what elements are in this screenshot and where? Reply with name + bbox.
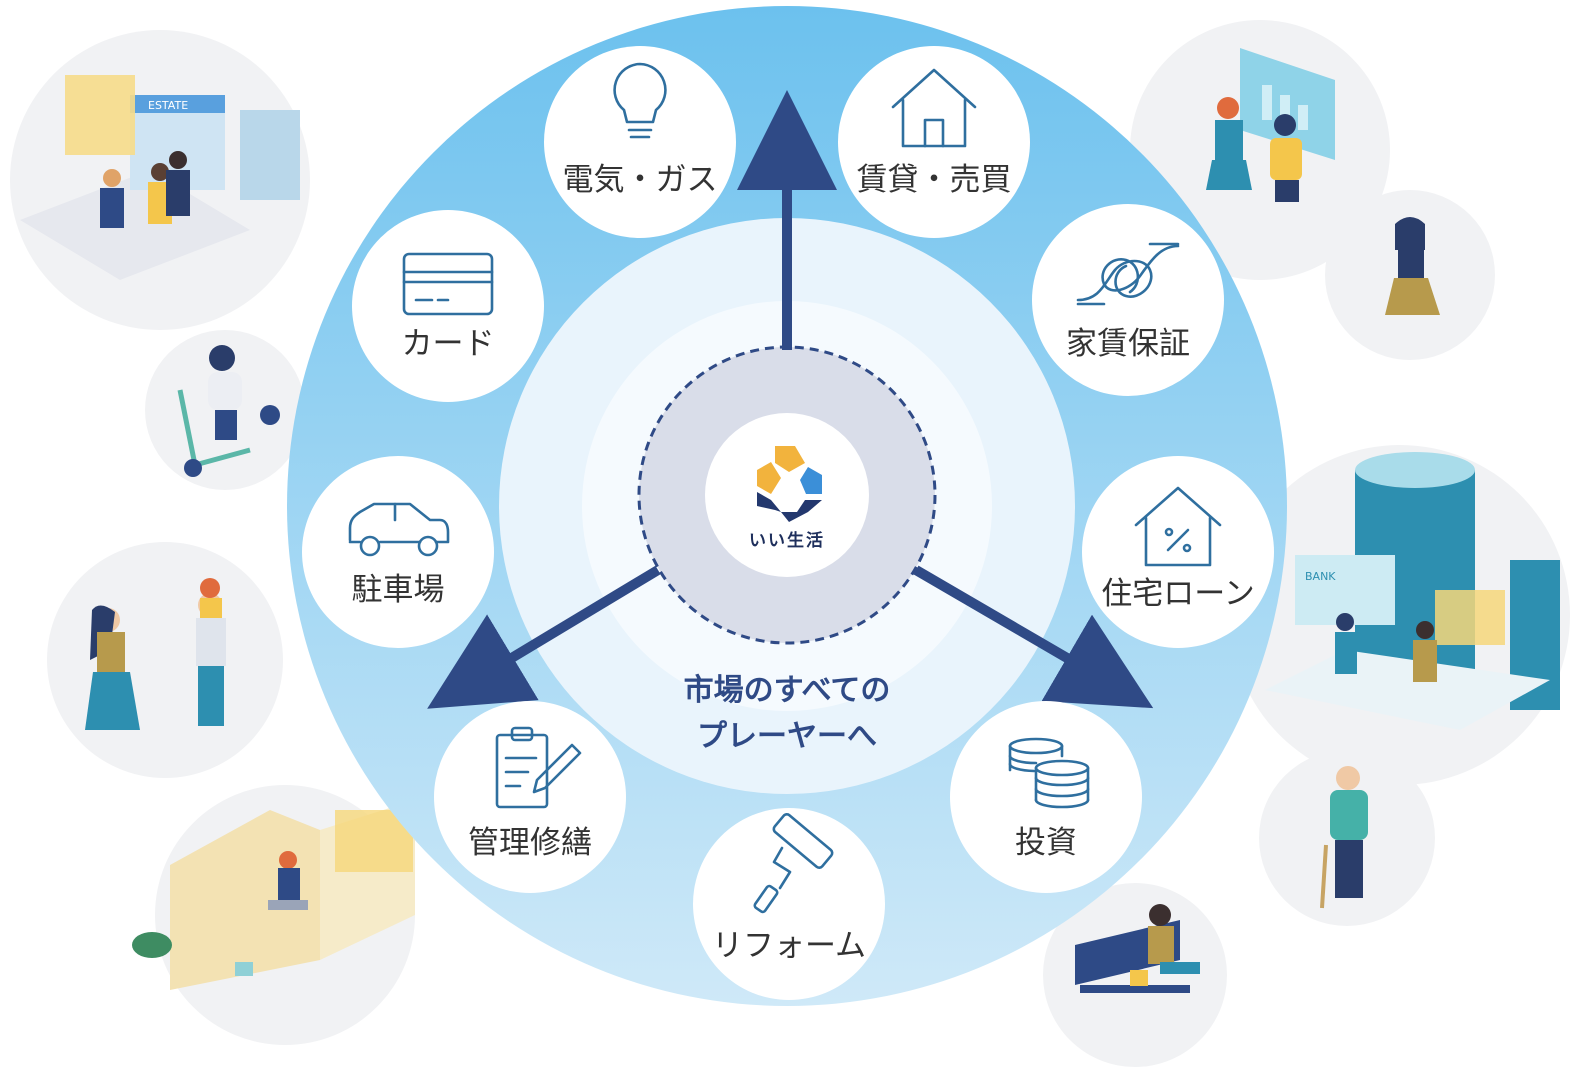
service-label: 電気・ガス xyxy=(563,162,718,198)
service-node-electricity-gas[interactable]: 電気・ガス xyxy=(544,46,736,238)
logo-badge xyxy=(705,413,869,577)
arrow-lower-right xyxy=(913,565,1154,709)
service-node-rent-guarantee[interactable]: 家賃保証 xyxy=(1032,204,1224,396)
lightbulb-icon xyxy=(613,62,667,139)
credit-card-icon xyxy=(402,252,494,316)
family-illustration xyxy=(47,542,283,778)
service-label: 管理修繕 xyxy=(468,825,592,861)
service-node-renovation[interactable]: リフォーム xyxy=(693,808,885,1000)
paint-roller-icon xyxy=(753,812,834,914)
bench-reader-illustration xyxy=(1043,883,1227,1067)
illustrations: ESTATE xyxy=(10,20,1570,1067)
clipboard-pencil-icon xyxy=(495,726,582,809)
service-label: 駐車場 xyxy=(352,572,445,608)
coins-icon xyxy=(1008,737,1090,809)
service-node-mortgage[interactable]: 住宅ローン xyxy=(1082,456,1274,648)
iiseikatsu-logo xyxy=(757,446,822,522)
service-node-investment[interactable]: 投資 xyxy=(950,701,1142,893)
bank-sign-text: BANK xyxy=(1305,570,1336,583)
service-node-card[interactable]: カード xyxy=(352,210,544,402)
woman-with-bag-illustration xyxy=(1325,190,1495,360)
service-label: 賃貸・売買 xyxy=(857,162,1012,198)
house-percent-icon xyxy=(1134,486,1222,567)
estate-sign-text: ESTATE xyxy=(148,99,188,112)
house-icon xyxy=(891,68,977,148)
service-label: カード xyxy=(402,326,495,362)
real-estate-office-illustration: ESTATE xyxy=(10,30,310,330)
car-icon xyxy=(348,502,450,557)
service-node-management-repair[interactable]: 管理修繕 xyxy=(434,701,626,893)
elderly-man-illustration xyxy=(1259,750,1435,926)
bank-illustration: BANK xyxy=(1230,445,1570,785)
service-node-rent-sale[interactable]: 賃貸・売買 xyxy=(838,46,1030,238)
service-label: リフォーム xyxy=(712,928,866,964)
caption-line-2: プレーヤーへ xyxy=(697,719,877,754)
service-label: 投資 xyxy=(1015,825,1077,861)
service-node-parking[interactable]: 駐車場 xyxy=(302,456,494,648)
arrow-lower-left xyxy=(427,565,661,709)
logo-text: いい生活 xyxy=(749,530,825,551)
caption-line-1: 市場のすべての xyxy=(684,673,891,708)
service-label: 住宅ローン xyxy=(1101,576,1254,612)
presentation-screen-illustration xyxy=(1130,20,1390,280)
scooter-person-illustration xyxy=(145,330,305,490)
renovation-room-illustration xyxy=(132,785,415,1045)
knot-icon xyxy=(1076,242,1180,306)
service-label: 家賃保証 xyxy=(1066,326,1190,362)
